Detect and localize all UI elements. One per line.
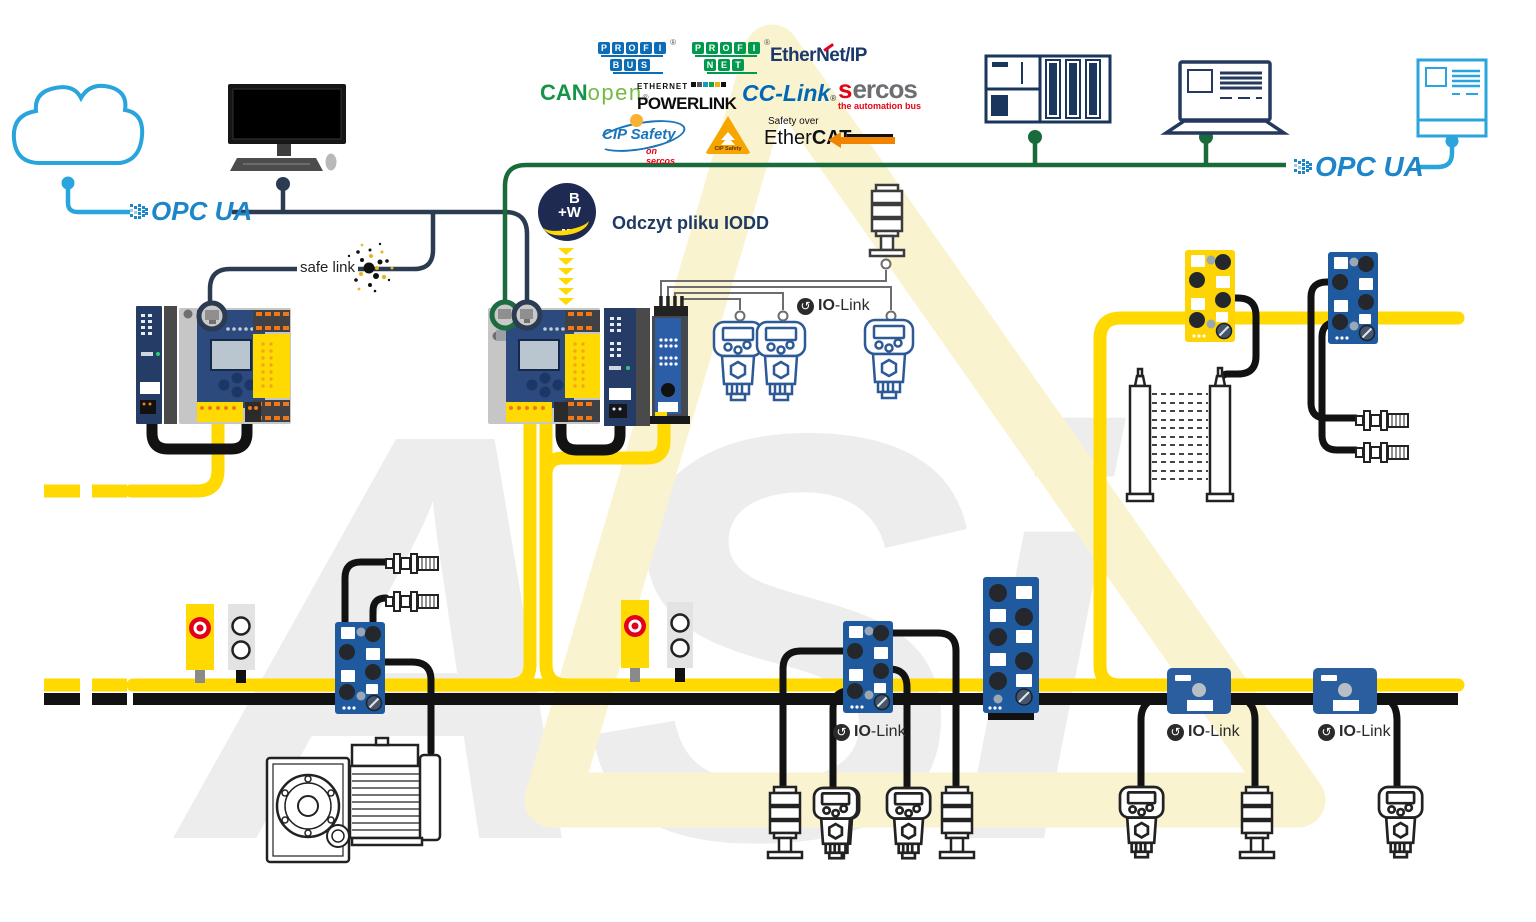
asi-io-link-field-master <box>842 620 894 714</box>
ethernet-port-icon <box>196 300 228 332</box>
inductive-sensor <box>1355 410 1409 431</box>
pressure-sensor <box>1118 785 1165 859</box>
cip-safety-ball-icon <box>630 114 643 127</box>
asi-gateway-center <box>488 299 600 424</box>
desktop-pc-icon <box>228 84 346 171</box>
light-curtain <box>1125 366 1235 503</box>
opc-ua-label: OPC UA <box>1315 151 1424 182</box>
opc-ua-line-left <box>207 177 530 308</box>
iodd-arrows <box>558 248 574 305</box>
logo-cc-link: CC-Link® <box>742 80 837 106</box>
opc-ua-logo-left: OPC UA <box>130 196 252 227</box>
cloud-icon <box>11 83 145 165</box>
io-link-label: ↺ IO-Link <box>833 723 906 741</box>
logo-canopen: CANopen® <box>540 80 649 105</box>
io-link-icon: ↺ <box>833 723 850 741</box>
asi-gateway-left <box>136 300 291 424</box>
logo-cip-safety-sercos: CIP Safety on sercos <box>594 114 688 166</box>
chevron-icon <box>721 132 735 140</box>
safe-link-label: safe link <box>297 259 359 276</box>
io-link-master-compact <box>1313 668 1377 714</box>
control-buttons <box>667 602 693 682</box>
bw-logo-text: +W <box>558 204 581 221</box>
io-link-master-compact <box>1167 668 1231 714</box>
opc-ua-blue-links <box>61 134 1459 215</box>
bw-logo: B +W <box>538 183 596 241</box>
logo-ethercat: Safety over EtherCAT. <box>764 116 895 150</box>
powerlink-blocks-icon <box>691 82 727 88</box>
pressure-sensor <box>1377 785 1424 859</box>
io-link-icon: ↺ <box>1167 723 1184 741</box>
signal-tower <box>1238 785 1276 860</box>
io-link-icon: ↺ <box>797 297 814 315</box>
asi-field-module <box>1327 251 1379 345</box>
opc-ua-pixel-icon <box>130 203 149 220</box>
logo-sercos: sercos the automation bus <box>838 74 921 111</box>
inductive-sensor <box>1355 442 1409 463</box>
iodd-note: Odczyt pliku IODD <box>612 213 770 233</box>
control-buttons <box>228 604 255 683</box>
io-link-icon: ↺ <box>1318 723 1335 741</box>
io-link-label: ↺ IO-Link <box>797 297 870 315</box>
io-link-label: ↺ IO-Link <box>1318 723 1391 741</box>
estop-button <box>621 600 649 682</box>
logo-ethernet-ip: EtherNet/IP <box>770 43 867 66</box>
opc-ua-logo-right: OPC UA <box>1294 151 1424 183</box>
opc-ua-label: OPC UA <box>151 196 253 226</box>
io-link-master-module <box>650 296 690 424</box>
bw-logo-text: B <box>569 190 580 207</box>
logo-powerlink: ETHERNET POWERLINK <box>637 82 737 113</box>
asi-field-module <box>334 621 386 715</box>
io-link-label: ↺ IO-Link <box>1167 723 1240 741</box>
asi-io-module-8port <box>983 577 1039 720</box>
inductive-sensor <box>385 553 439 574</box>
inductive-sensor <box>385 591 439 612</box>
laptop-icon <box>1160 60 1290 135</box>
plc-rack-icon <box>984 54 1112 124</box>
asi-field-module-yellow <box>1184 249 1236 343</box>
chevron-icon <box>721 137 735 145</box>
ethernet-port-navy-icon <box>511 299 543 331</box>
hmi-panel-icon <box>1416 58 1488 138</box>
opc-ua-pixel-icon <box>1294 159 1313 175</box>
estop-button <box>186 604 214 683</box>
asi-safety-module <box>604 308 650 426</box>
ethercat-arrow-icon <box>827 132 895 148</box>
gear-motor <box>265 736 442 864</box>
